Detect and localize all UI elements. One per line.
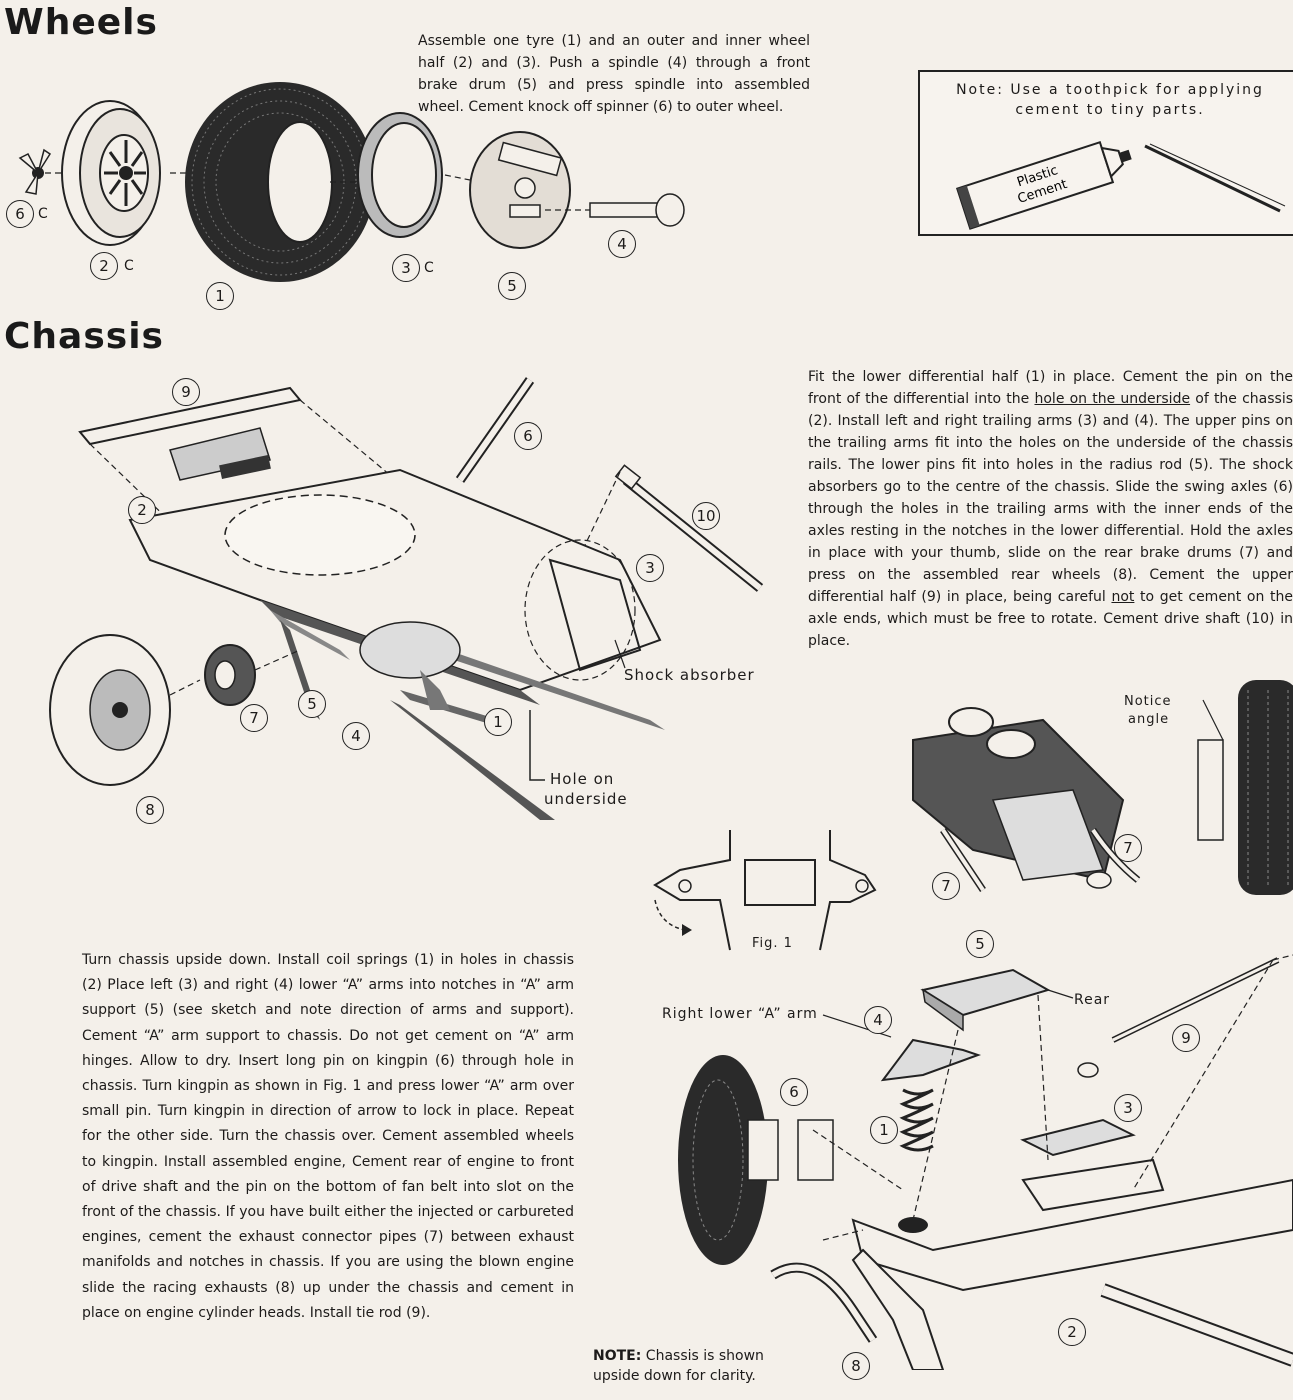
wheels-exploded-diagram xyxy=(18,82,685,282)
front-callout-5: 5 xyxy=(966,930,994,958)
front-callout-4: 4 xyxy=(864,1006,892,1034)
wheels-callout-5: 5 xyxy=(498,272,526,300)
chassis-body-icon xyxy=(128,468,665,820)
chassis-callout-3: 3 xyxy=(636,554,664,582)
chassis-callout-2: 2 xyxy=(128,496,156,524)
engine-callout-7a: 7 xyxy=(932,872,960,900)
fig1-kingpin-diagram xyxy=(653,830,877,951)
rear-instructions-part3: to get cement on the axle ends, which mu… xyxy=(808,589,1293,649)
side-tyre-icon xyxy=(1197,680,1293,895)
engine-diagram xyxy=(912,680,1293,895)
chassis-rear-instructions: Fit the lower differential half (1) in p… xyxy=(808,366,1293,652)
front-instructions: Turn chassis upside down. Install coil s… xyxy=(82,952,574,1321)
rear-label: Rear xyxy=(1074,992,1111,1008)
front-suspension-diagram xyxy=(678,954,1293,1370)
angle-label: angle xyxy=(1128,712,1170,727)
swing-axle-icon xyxy=(455,377,535,483)
chassis-callout-8: 8 xyxy=(136,796,164,824)
rear-wheel-icon xyxy=(49,634,171,786)
rotate-arrow-icon xyxy=(654,899,686,931)
right-lower-a-arm-label: Right lower “A” arm xyxy=(662,1006,818,1022)
front-callout-2: 2 xyxy=(1058,1318,1086,1346)
note-line2: upside down for clarity. xyxy=(593,1368,756,1384)
chassis-callout-1: 1 xyxy=(484,708,512,736)
wheels-heading: Wheels xyxy=(4,2,158,43)
rear-chassis-diagram xyxy=(49,377,764,820)
front-callout-8: 8 xyxy=(842,1352,870,1380)
wheels-callout-6: 6 xyxy=(6,200,34,228)
note-rest: Chassis is shown xyxy=(641,1348,764,1364)
wheels-callout-3: 3 xyxy=(392,254,420,282)
cement-tube-illustration: Plastic Cement xyxy=(955,140,1286,230)
shock-absorber-label: Shock absorber xyxy=(624,666,755,684)
spindle-icon xyxy=(589,193,685,227)
rear-instructions-part2: of the chassis (2). Install left and rig… xyxy=(808,391,1293,605)
rear-brake-drum-icon xyxy=(204,644,256,706)
wheels-callout-2: 2 xyxy=(90,252,118,280)
chassis-callout-9: 9 xyxy=(172,378,200,406)
chassis-callout-4: 4 xyxy=(342,722,370,750)
notice-label: Notice xyxy=(1124,694,1172,709)
toothpick-icon xyxy=(1144,144,1281,213)
wheels-callout-4: 4 xyxy=(608,230,636,258)
chassis-callout-10: 10 xyxy=(692,502,720,530)
wheels-cement-mark-3: C xyxy=(424,260,435,276)
underside-label: underside xyxy=(544,790,628,808)
tie-rod-icon xyxy=(1077,957,1280,1078)
front-callout-9: 9 xyxy=(1172,1024,1200,1052)
chassis-callout-5: 5 xyxy=(298,690,326,718)
wheels-callout-1: 1 xyxy=(206,282,234,310)
note-line1: Note: Use a toothpick for applying xyxy=(956,82,1264,98)
note-clarity: NOTE: Chassis is shown upside down for c… xyxy=(593,1346,764,1386)
note-box: Note: Use a toothpick for applying cemen… xyxy=(918,70,1293,236)
front-tyre-icon xyxy=(678,1055,779,1265)
tyre-icon xyxy=(185,82,375,282)
chassis-callout-7: 7 xyxy=(240,704,268,732)
engine-icon xyxy=(912,707,1125,889)
engine-callout-7b: 7 xyxy=(1114,834,1142,862)
rear-underline: hole on the underside xyxy=(1034,391,1191,407)
chassis-callout-6: 6 xyxy=(514,422,542,450)
front-callout-6: 6 xyxy=(780,1078,808,1106)
rear-instructions-part1: Fit the lower differential half (1) in p… xyxy=(808,369,1293,407)
note-line2: cement to tiny parts. xyxy=(1015,102,1205,118)
rear-not: not xyxy=(1111,589,1135,605)
drive-shaft-icon xyxy=(614,464,764,592)
a-arm-support-icon xyxy=(920,968,1051,1032)
fig1-label: Fig. 1 xyxy=(752,936,793,951)
note-bold: NOTE: xyxy=(593,1348,642,1364)
wheels-instructions: Assemble one tyre (1) and an outer and i… xyxy=(418,33,810,115)
spinner-icon xyxy=(18,148,52,195)
coil-spring-icon xyxy=(899,1088,934,1152)
hole-on-label: Hole on xyxy=(550,770,615,788)
outer-wheel-icon xyxy=(61,100,161,246)
front-callout-1: 1 xyxy=(870,1116,898,1144)
brake-drum-icon xyxy=(469,131,571,249)
front-callout-3: 3 xyxy=(1114,1094,1142,1122)
wheels-cement-mark-2: C xyxy=(124,258,135,274)
inner-wheel-icon xyxy=(357,112,443,238)
chassis-heading: Chassis xyxy=(4,316,164,357)
wheels-cement-mark-6: C xyxy=(38,206,49,222)
